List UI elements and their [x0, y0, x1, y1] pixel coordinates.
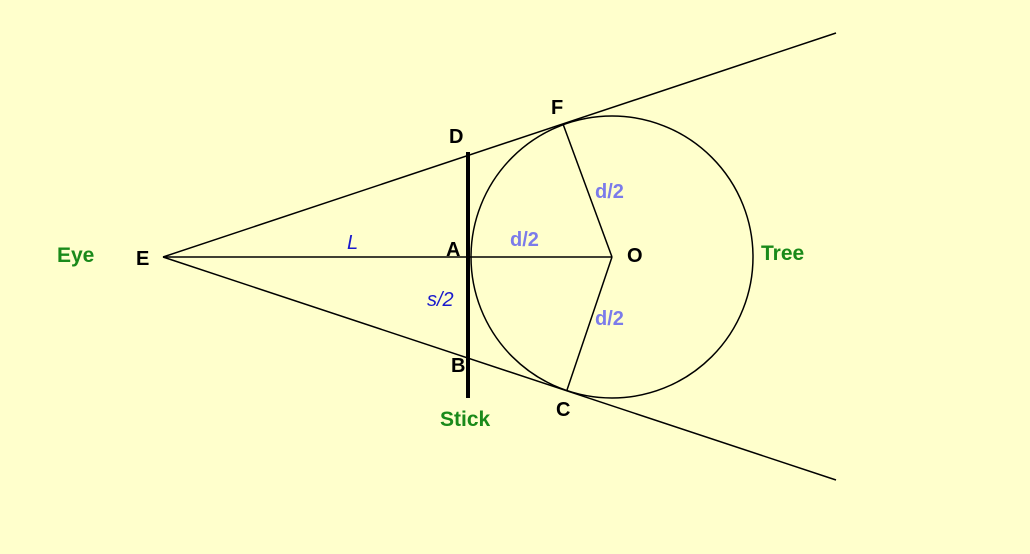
- radius-AO-label: d/2: [510, 229, 539, 251]
- point-E-label: E: [136, 248, 149, 270]
- point-F-label: F: [551, 97, 563, 119]
- radius-OC: [566, 256, 613, 391]
- point-D-label: D: [449, 126, 463, 148]
- length-L-label: L: [347, 232, 358, 254]
- point-C-label: C: [556, 399, 570, 421]
- lower-sight-line: [162, 256, 837, 481]
- tree-label: Tree: [761, 242, 804, 265]
- half-stick-label: s/2: [427, 289, 454, 311]
- stick-label: Stick: [440, 408, 491, 431]
- radius-OF-label: d/2: [595, 181, 624, 203]
- eye-label: Eye: [57, 244, 94, 267]
- radius-OF: [562, 123, 613, 258]
- upper-sight-line: [162, 32, 837, 258]
- tree-circle: [470, 115, 754, 399]
- radius-OC-label: d/2: [595, 308, 624, 330]
- point-A-label: A: [446, 239, 460, 261]
- point-O-label: O: [627, 245, 643, 267]
- point-B-label: B: [451, 355, 465, 377]
